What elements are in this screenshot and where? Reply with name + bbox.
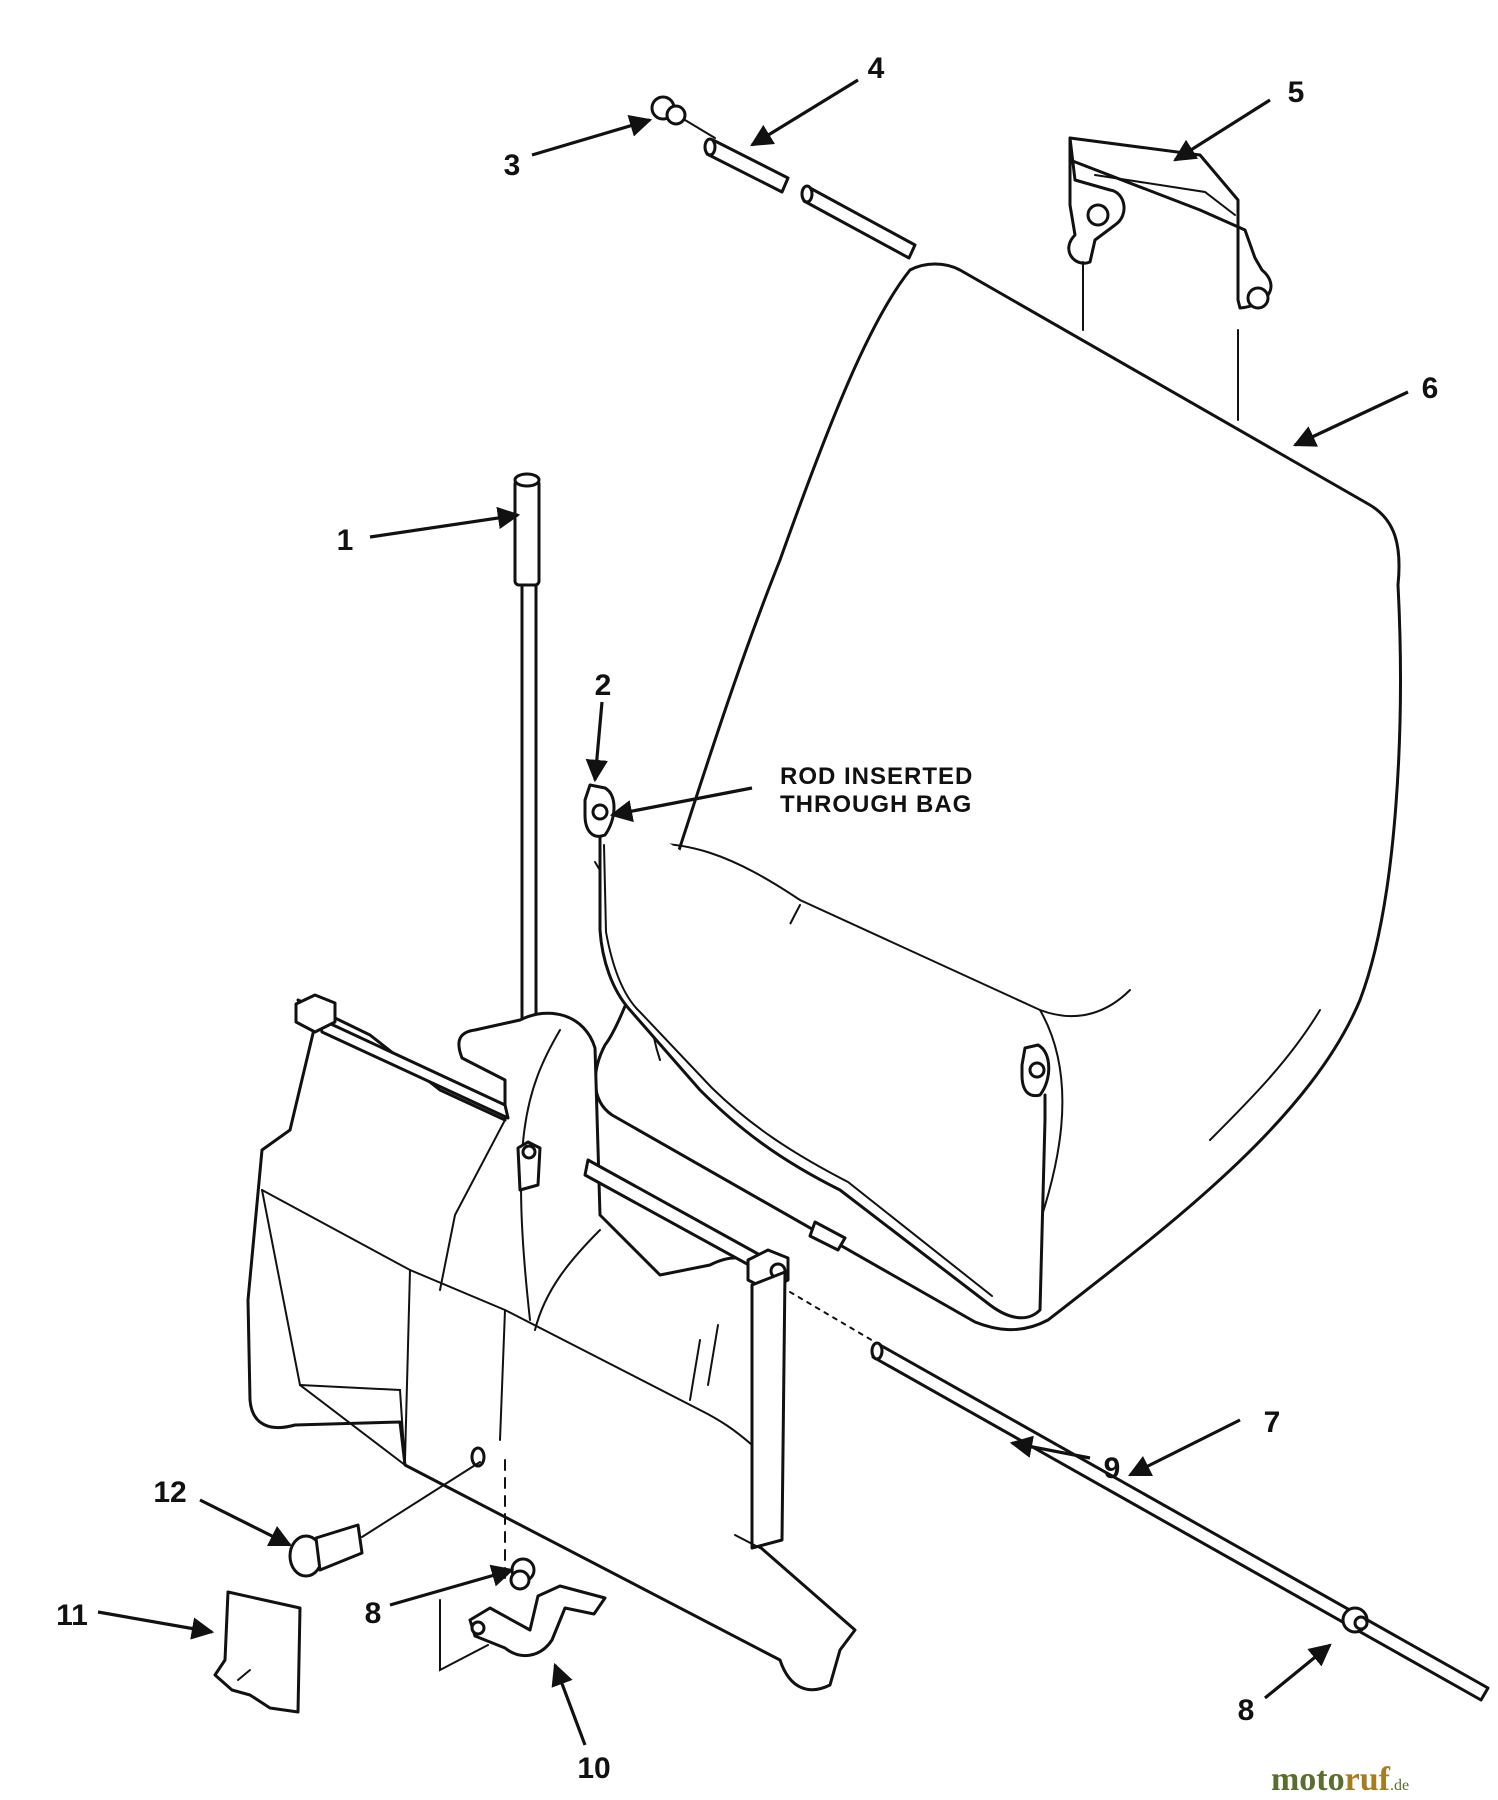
callout-1: 1 <box>337 524 354 557</box>
callout-8-left: 8 <box>365 1597 382 1630</box>
part-10-bracket <box>439 1584 607 1672</box>
watermark-ruf: ruf <box>1345 1761 1391 1798</box>
callout-3: 3 <box>504 149 521 182</box>
note-rod-inserted: ROD INSERTED THROUGH BAG <box>780 763 973 818</box>
part-5-bracket <box>1067 136 1273 421</box>
watermark-moto: moto <box>1271 1761 1345 1798</box>
part-7-rod <box>789 1291 1490 1702</box>
note-line-1: ROD INSERTED <box>780 763 973 790</box>
callout-labels: 1 2 3 4 5 6 7 8 8 9 10 11 12 <box>56 52 1438 1785</box>
callout-11: 11 <box>56 1599 88 1632</box>
callout-9: 9 <box>1104 1452 1121 1485</box>
note-line-2: THROUGH BAG <box>780 791 972 818</box>
part-8-ring-right <box>1341 1606 1369 1634</box>
part-9-chute <box>246 993 857 1692</box>
part-4-rod <box>703 137 917 260</box>
leader-lines <box>97 78 1409 1746</box>
callout-5: 5 <box>1288 76 1305 109</box>
callout-10: 10 <box>577 1752 610 1785</box>
part-11-decal <box>213 1590 302 1714</box>
callout-6: 6 <box>1422 372 1439 405</box>
callout-12: 12 <box>153 1476 186 1509</box>
callout-2: 2 <box>595 669 612 702</box>
callout-8-right: 8 <box>1238 1694 1255 1727</box>
watermark-logo: motoruf.de <box>1271 1761 1409 1798</box>
part-8-ring-left <box>509 1557 536 1591</box>
svg-text:motoruf.de: motoruf.de <box>1271 1761 1409 1798</box>
part-3-pin <box>650 95 716 139</box>
part-2-bag-frame <box>583 783 1051 1320</box>
part-12-bolt <box>288 1461 481 1578</box>
callout-4: 4 <box>868 52 885 85</box>
watermark-suffix: .de <box>1390 1777 1409 1794</box>
callout-7: 7 <box>1264 1406 1281 1439</box>
